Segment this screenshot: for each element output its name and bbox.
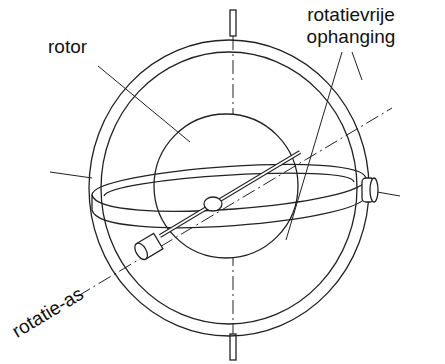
axis-label: rotatie-as bbox=[8, 283, 87, 343]
part-label: rotor bbox=[48, 36, 108, 58]
top-pin bbox=[230, 10, 236, 36]
outer-ring bbox=[89, 40, 369, 336]
bottom-pin bbox=[230, 334, 236, 360]
part-label: rotatievrije ophanging bbox=[290, 4, 412, 48]
leader-line bbox=[98, 66, 190, 142]
leader-line bbox=[286, 52, 342, 240]
outer-ring-inner bbox=[101, 52, 357, 324]
inner-ring bbox=[92, 164, 366, 211]
leader-line bbox=[352, 52, 362, 80]
rotation-axis bbox=[78, 108, 392, 296]
rotor-sphere bbox=[154, 114, 298, 258]
